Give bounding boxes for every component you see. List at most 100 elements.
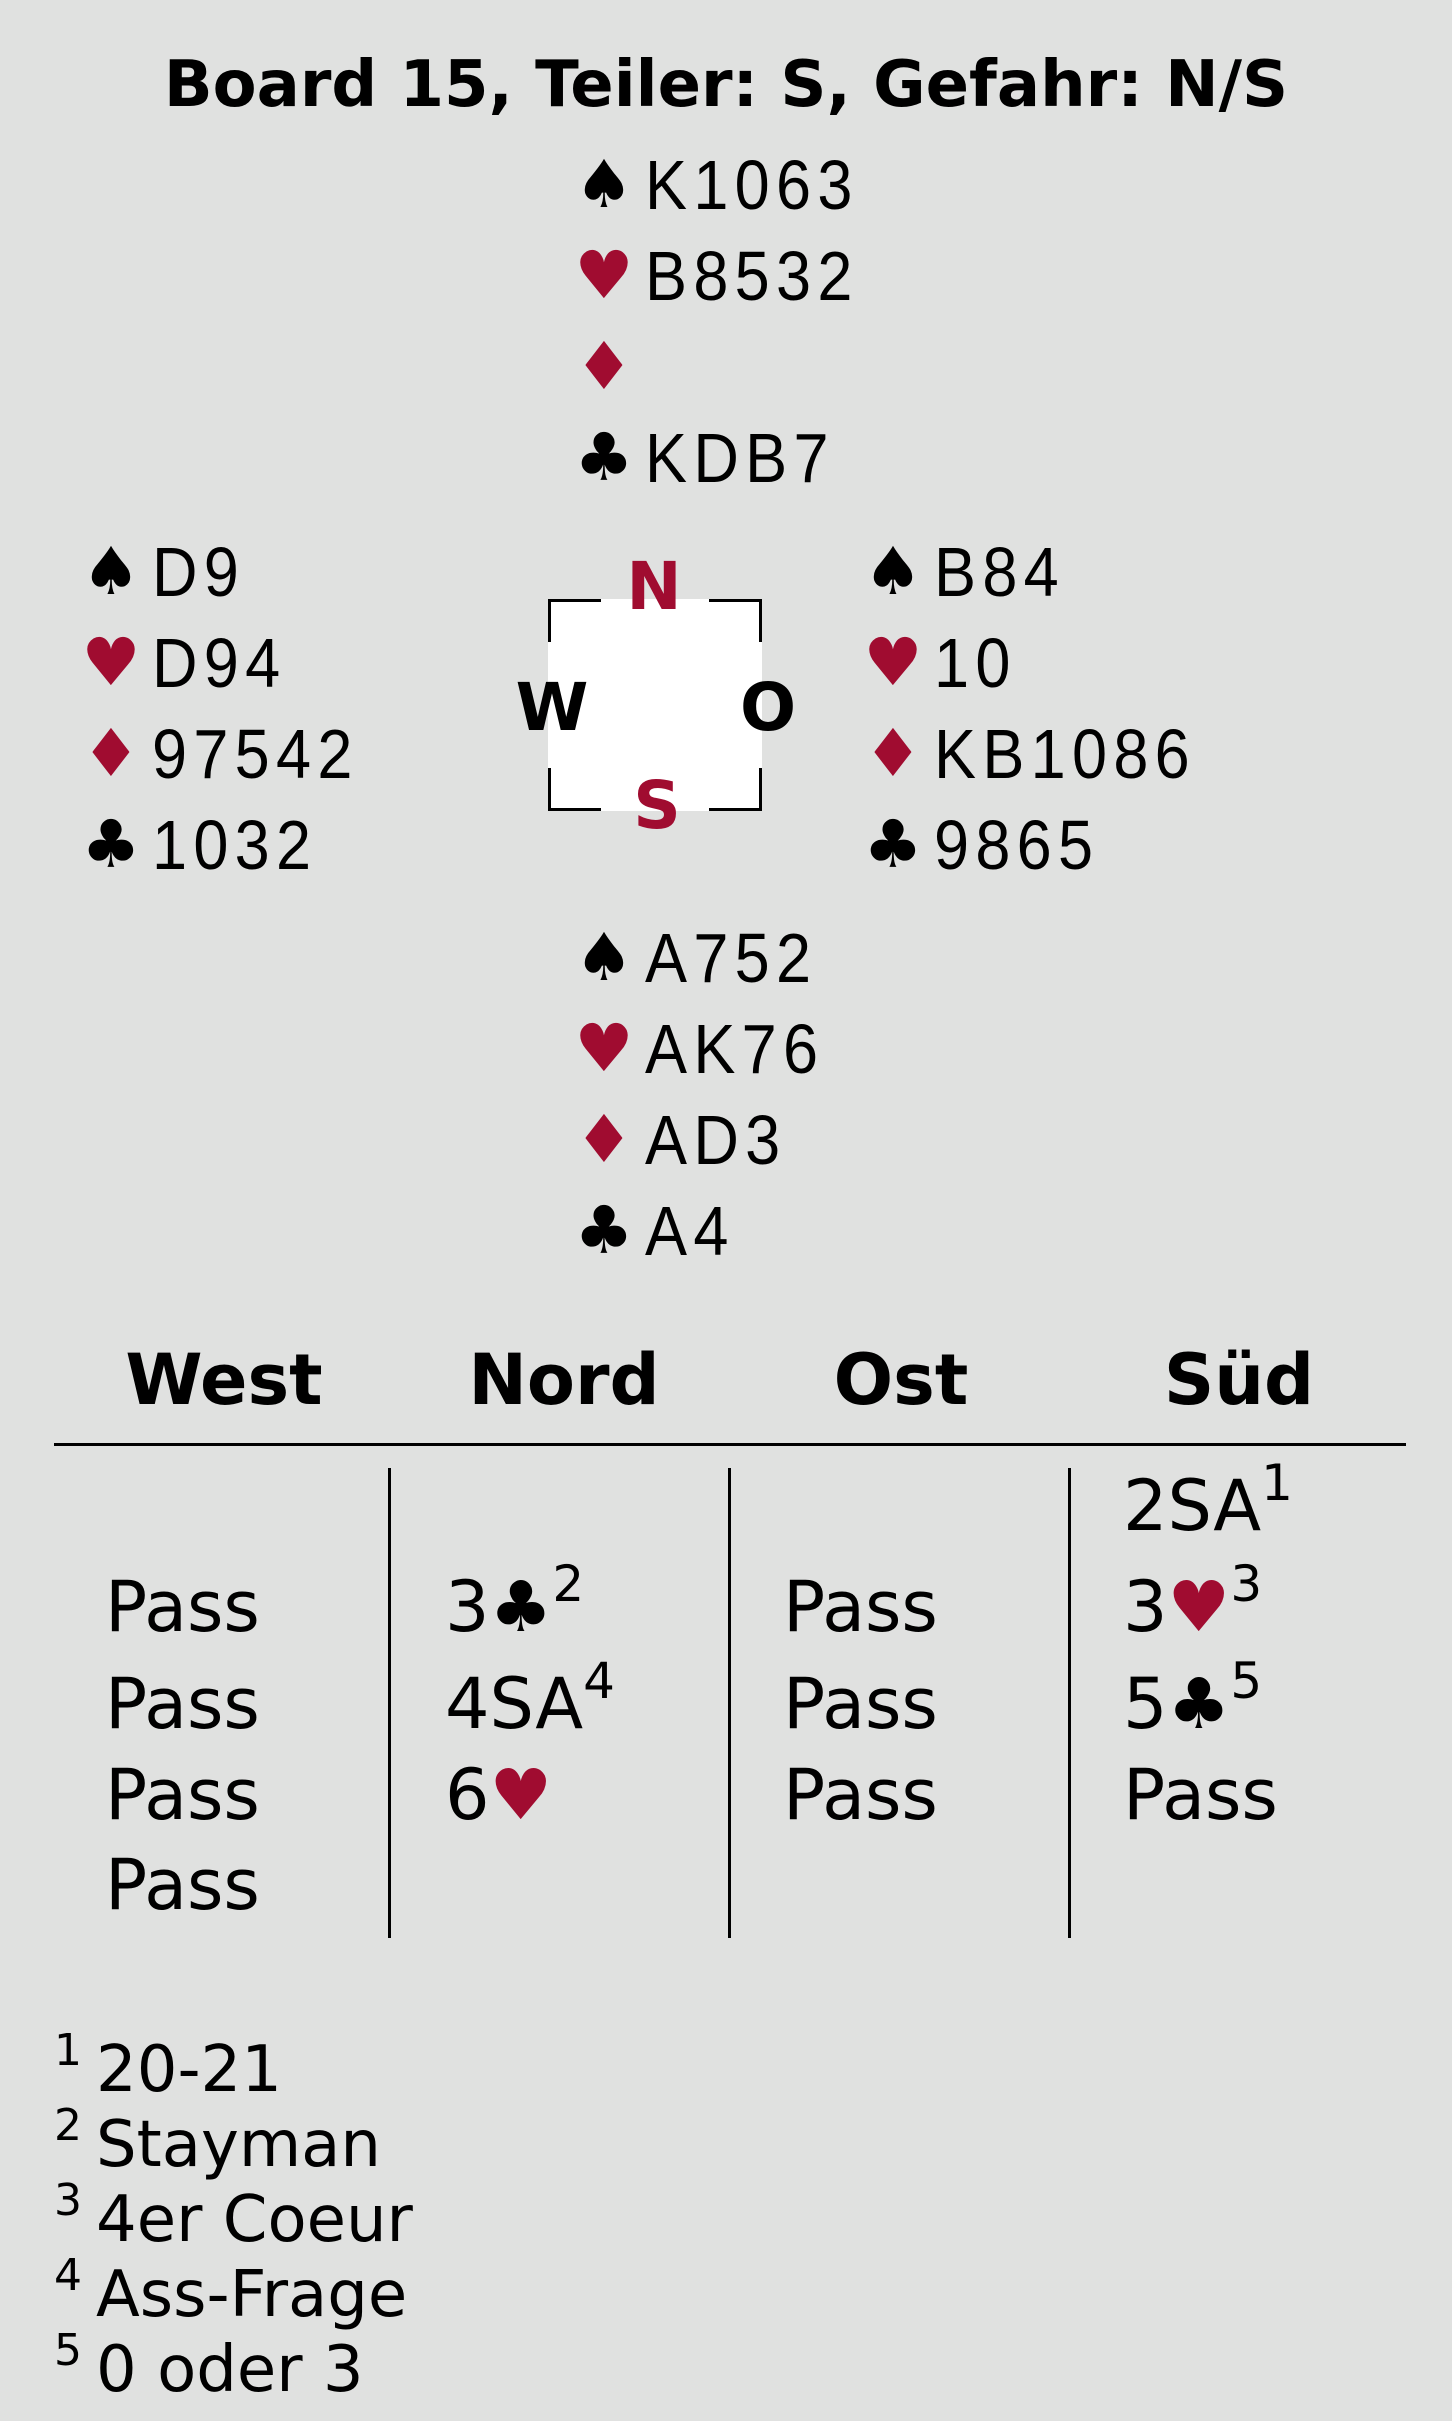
clubs-icon: ♣: [574, 1192, 634, 1269]
west-hand-hearts: ♥D94: [80, 618, 301, 708]
bid-level: Pass: [1123, 1754, 1278, 1836]
east-hearts-cards: 10: [934, 624, 1017, 702]
bid-level: 3: [445, 1566, 490, 1648]
bid-header-south: Süd: [1163, 1339, 1315, 1421]
bid-level: 2SA: [1123, 1465, 1262, 1547]
footnote-ref: 1: [1261, 1454, 1293, 1512]
north-hearts-cards: B8532: [645, 237, 859, 315]
footnote-text: Ass-Frage: [96, 2258, 408, 2332]
compass-west: W: [515, 669, 589, 746]
bid-cell: Pass: [783, 1562, 938, 1652]
footnote-ref: 5: [1230, 1652, 1263, 1710]
bid-header-north: Nord: [468, 1339, 660, 1421]
south-diamonds-cards: AD3: [645, 1101, 787, 1179]
spades-icon: ♠: [863, 533, 923, 610]
bid-cell: Pass: [105, 1840, 260, 1930]
hearts-icon: ♥: [574, 237, 634, 314]
south-hand-clubs: ♣A4: [573, 1186, 745, 1276]
north-clubs-cards: KDB7: [645, 419, 835, 497]
bid-level: 3: [1123, 1566, 1168, 1648]
bid-level: Pass: [783, 1566, 938, 1648]
compass-corner: [709, 599, 762, 642]
footnote-text: 0 oder 3: [96, 2333, 364, 2407]
south-hand-hearts: ♥AK76: [573, 1004, 844, 1094]
board-title: Board 15, Teiler: S, Gefahr: N/S: [163, 48, 1289, 122]
footnote-number: 3: [54, 2175, 82, 2226]
hearts-icon: ♥: [1167, 1566, 1231, 1648]
clubs-icon: ♣: [81, 806, 141, 883]
bid-cell: Pass: [783, 1750, 938, 1840]
compass-corner: [548, 768, 601, 811]
bid-cell: 3♥3: [1123, 1559, 1262, 1652]
hearts-icon: ♥: [863, 624, 923, 701]
clubs-icon: ♣: [489, 1566, 553, 1648]
south-hearts-cards: AK76: [645, 1010, 825, 1088]
footnote-number: 4: [54, 2250, 82, 2301]
compass-box: [548, 599, 762, 811]
bid-cell: Pass: [105, 1659, 260, 1749]
footnote-ref: 3: [1230, 1555, 1263, 1613]
column-divider: [388, 1468, 391, 1938]
bid-level: Pass: [783, 1754, 938, 1836]
footnote-ref: 2: [552, 1555, 585, 1613]
north-hand-clubs: ♣KDB7: [573, 413, 856, 503]
bid-level: Pass: [105, 1566, 260, 1648]
south-hand-spades: ♠A752: [573, 913, 836, 1003]
footnote-text: 20-21: [96, 2033, 282, 2107]
hearts-icon: ♥: [489, 1754, 553, 1836]
diamonds-icon: ♦: [81, 715, 141, 792]
clubs-icon: ♣: [1167, 1663, 1231, 1745]
east-diamonds-cards: KB1086: [934, 715, 1196, 793]
north-hand-spades: ♠K1063: [573, 140, 882, 230]
bid-level: Pass: [105, 1844, 260, 1926]
footnote-number: 1: [54, 2025, 82, 2076]
west-clubs-cards: 1032: [152, 806, 318, 884]
diamonds-icon: ♦: [574, 328, 634, 405]
footnote-number: 2: [54, 2100, 82, 2151]
east-hand-diamonds: ♦KB1086: [862, 709, 1225, 799]
spades-icon: ♠: [81, 533, 141, 610]
compass-corner: [709, 768, 762, 811]
bid-level: Pass: [783, 1663, 938, 1745]
diamonds-icon: ♦: [863, 715, 923, 792]
south-hand-diamonds: ♦AD3: [573, 1095, 802, 1185]
hearts-icon: ♥: [81, 624, 141, 701]
north-hand-diamonds: ♦: [573, 322, 645, 412]
west-hand-clubs: ♣1032: [80, 800, 336, 890]
bid-level: 5: [1123, 1663, 1168, 1745]
bid-level: 6: [445, 1754, 490, 1836]
diamonds-icon: ♦: [574, 1101, 634, 1178]
south-clubs-cards: A4: [645, 1192, 735, 1270]
north-spades-cards: K1063: [645, 146, 859, 224]
column-divider: [728, 1468, 731, 1938]
east-spades-cards: B84: [934, 533, 1066, 611]
bid-level: 4SA: [445, 1663, 584, 1745]
column-divider: [1068, 1468, 1071, 1938]
spades-icon: ♠: [574, 146, 634, 223]
bid-cell: 2SA1: [1123, 1458, 1293, 1551]
footnote-number: 5: [54, 2325, 82, 2376]
east-hand-hearts: ♥10: [862, 618, 1026, 708]
north-hand-hearts: ♥B8532: [573, 231, 882, 321]
compass-east: O: [739, 669, 797, 746]
west-hand-spades: ♠D9: [80, 527, 255, 617]
header-divider: [54, 1443, 1406, 1446]
compass-south: S: [633, 767, 681, 844]
clubs-icon: ♣: [863, 806, 923, 883]
bid-level: Pass: [105, 1754, 260, 1836]
west-hand-diamonds: ♦97542: [80, 709, 382, 799]
bid-cell: 3♣2: [445, 1559, 584, 1652]
east-hand-spades: ♠B84: [862, 527, 1080, 617]
bid-level: Pass: [105, 1663, 260, 1745]
bid-cell: Pass: [783, 1659, 938, 1749]
bid-cell: Pass: [105, 1750, 260, 1840]
east-clubs-cards: 9865: [934, 806, 1100, 884]
south-spades-cards: A752: [645, 919, 818, 997]
west-spades-cards: D9: [152, 533, 246, 611]
compass-corner: [548, 599, 601, 642]
